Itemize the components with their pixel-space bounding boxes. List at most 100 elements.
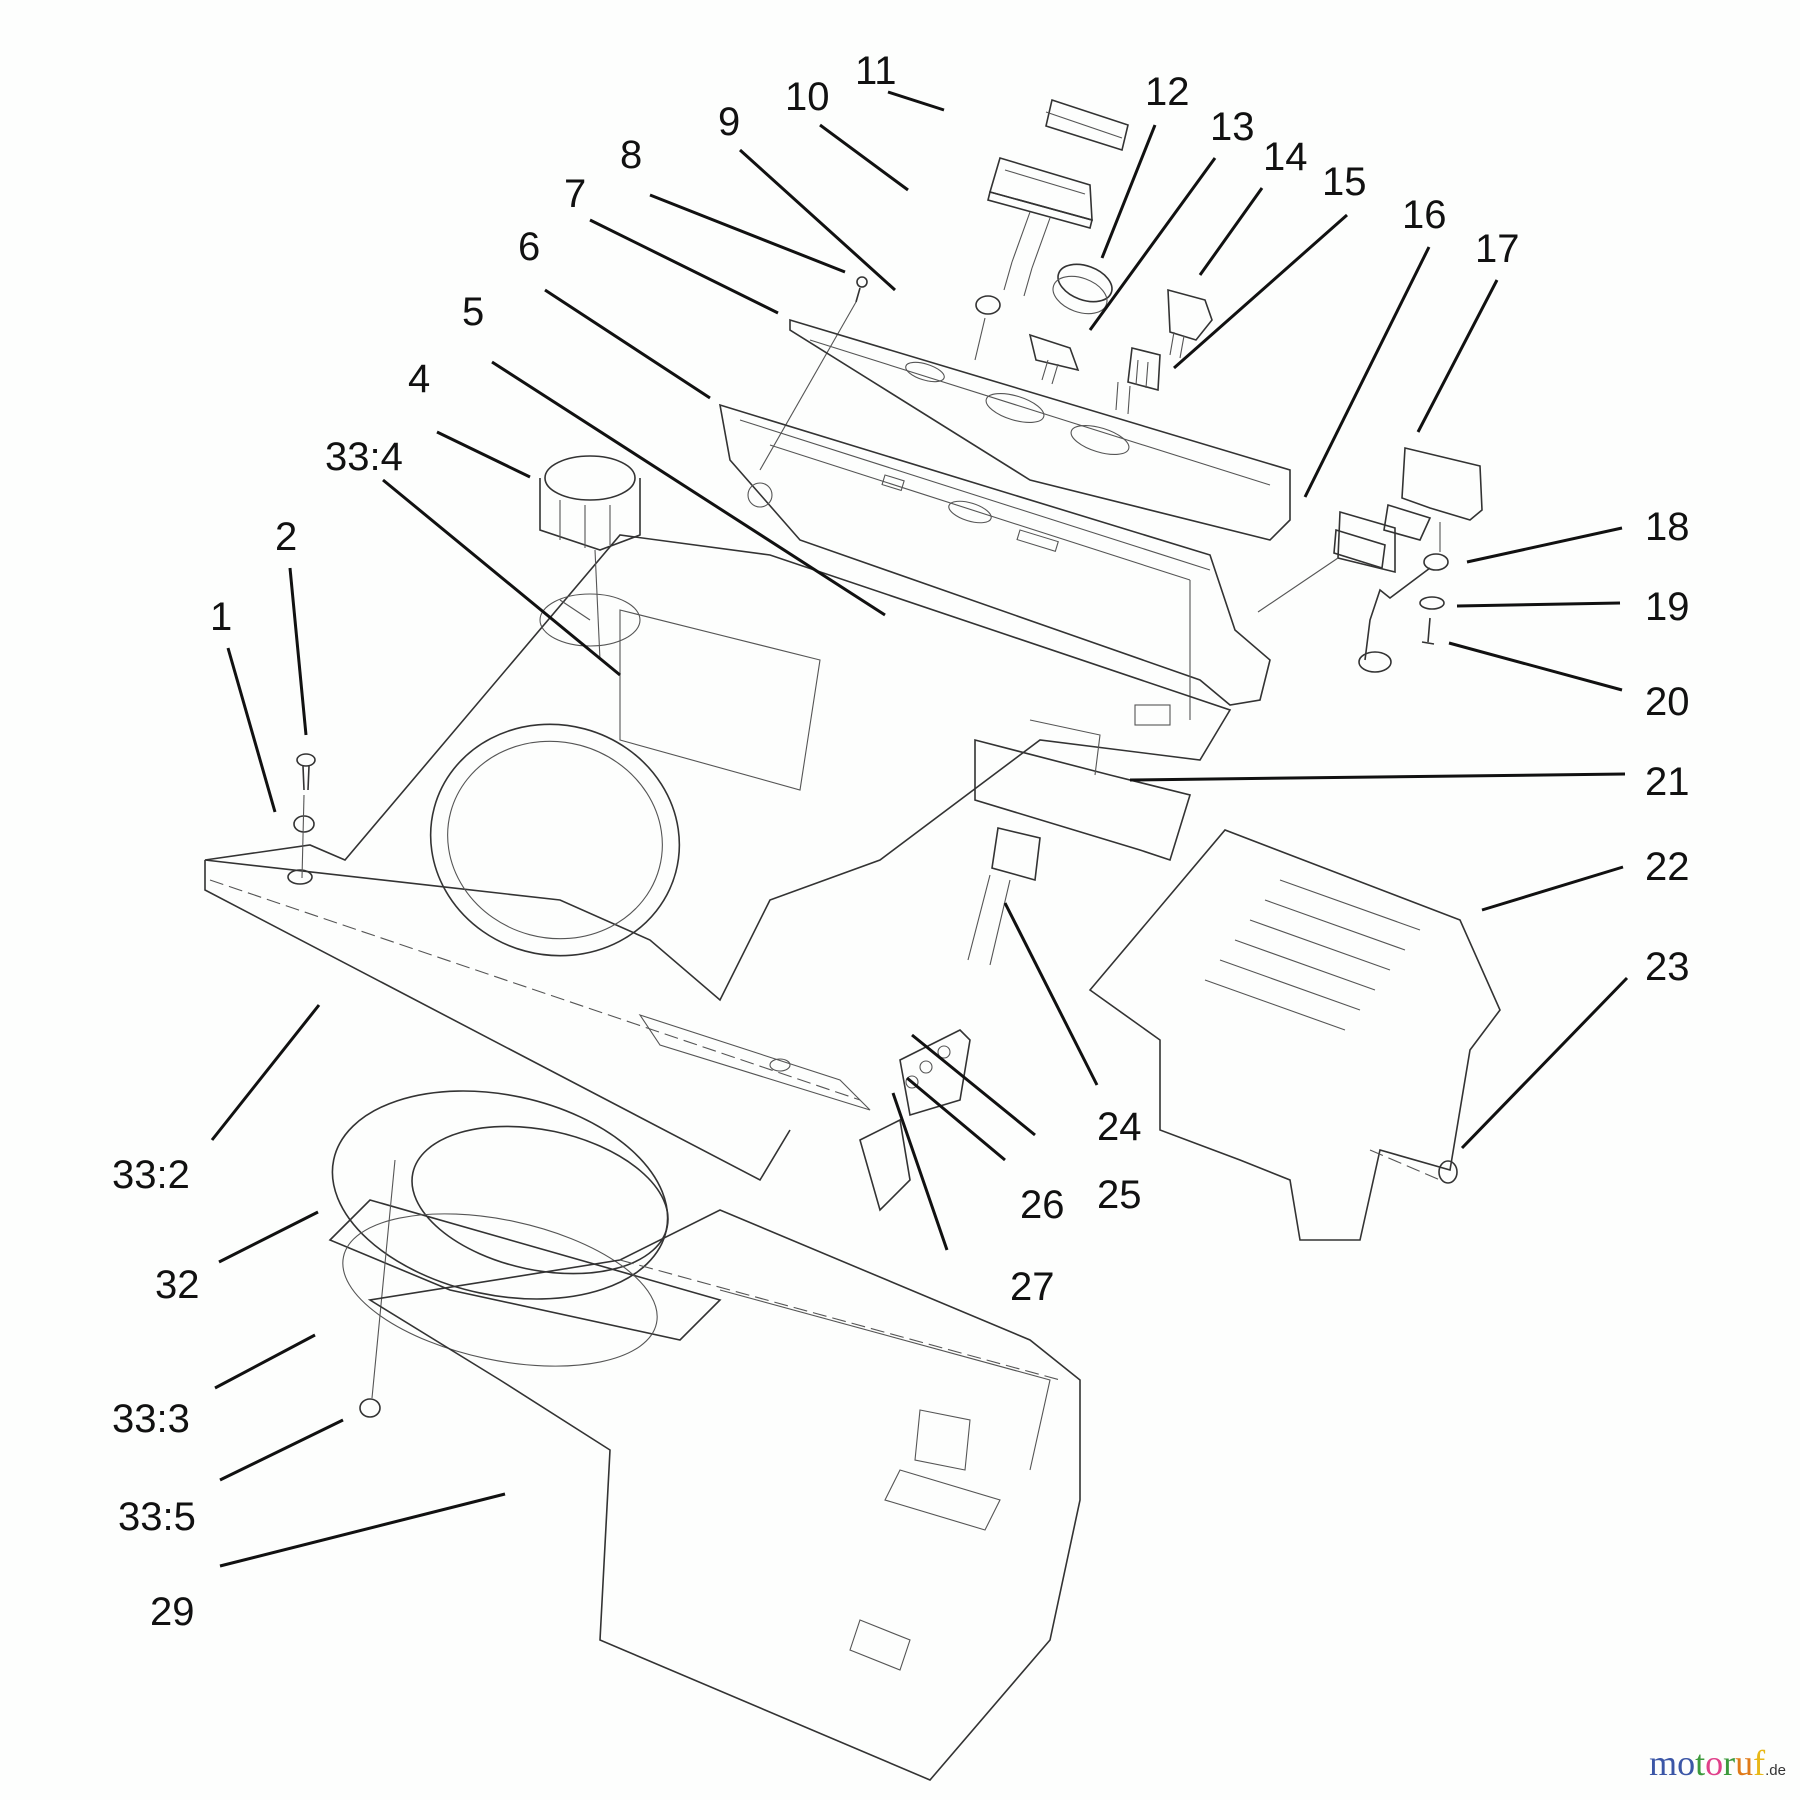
leader-33-3	[214, 1333, 316, 1390]
part-8-screw	[759, 276, 868, 471]
leader-22	[1481, 865, 1624, 912]
watermark-logo: motoruf.de	[1649, 1742, 1786, 1784]
part-33-3-plate	[328, 1199, 722, 1367]
callout-23: 23	[1645, 945, 1690, 989]
callout-27: 27	[1010, 1265, 1055, 1309]
callout-29: 29	[150, 1590, 195, 1634]
part-18-20-fasteners	[1358, 553, 1449, 673]
leader-33-2	[210, 1004, 321, 1141]
part-22-vent-slots	[1204, 879, 1421, 1031]
callout-1: 1	[210, 595, 232, 639]
leader-23	[1460, 976, 1629, 1150]
leader-2	[288, 567, 308, 736]
part-7-dash-panel	[789, 318, 1291, 541]
part-5-upper-shroud	[204, 534, 1232, 1182]
leader-24	[1003, 902, 1099, 1086]
callout-33-4: 33:4	[325, 435, 403, 479]
callout-20: 20	[1645, 680, 1690, 724]
callout-11: 11	[855, 49, 897, 93]
callout-14: 14	[1263, 135, 1308, 179]
leader-33-5	[219, 1418, 344, 1482]
part-4-fuel-cap	[539, 455, 641, 661]
part-25-27-plate	[859, 1029, 971, 1212]
part-1-2-screw-nut	[287, 753, 316, 885]
part-14-rocker	[1167, 288, 1213, 359]
leader-25	[911, 1033, 1036, 1137]
part-10-switch	[987, 157, 1093, 297]
leader-15	[1173, 213, 1348, 370]
leader-4	[436, 430, 531, 479]
callout-19: 19	[1645, 585, 1690, 629]
callout-5: 5	[462, 290, 484, 334]
part-24-harness	[967, 827, 1041, 966]
callout-9: 9	[718, 100, 740, 144]
part-11-clip	[1045, 98, 1129, 152]
part-23-nut	[1438, 1160, 1458, 1184]
part-17-t-handle	[1383, 446, 1483, 552]
leader-29	[219, 1492, 506, 1568]
leader-lines	[210, 90, 1629, 1568]
callout-32: 32	[155, 1263, 200, 1307]
leader-5	[491, 360, 886, 617]
callout-15: 15	[1322, 160, 1367, 204]
leader-18	[1466, 526, 1623, 564]
callout-16: 16	[1402, 193, 1447, 237]
callout-33-5: 33:5	[118, 1495, 196, 1539]
callout-2: 2	[275, 515, 297, 559]
callout-33-3: 33:3	[112, 1397, 190, 1441]
callout-10: 10	[785, 75, 830, 119]
logo-letter: r	[1723, 1743, 1736, 1783]
callout-7: 7	[564, 172, 586, 216]
leader-20	[1448, 641, 1623, 692]
part-drawings	[204, 98, 1501, 1781]
part-6-console	[718, 403, 1271, 720]
logo-letter: u	[1735, 1743, 1754, 1783]
callout-22: 22	[1645, 845, 1690, 889]
leader-17	[1416, 279, 1499, 433]
part-32-ring	[331, 1090, 669, 1300]
callout-8: 8	[620, 133, 642, 177]
leader-1	[226, 647, 277, 813]
logo-letter: o	[1677, 1743, 1696, 1783]
callout-6: 6	[518, 225, 540, 269]
callout-25: 25	[1097, 1173, 1142, 1217]
part-33-5-nut	[359, 1159, 396, 1418]
leader-27	[891, 1092, 949, 1251]
leader-6	[544, 288, 711, 400]
callout-33-2: 33:2	[112, 1153, 190, 1197]
leader-14	[1198, 187, 1264, 276]
callout-12: 12	[1145, 70, 1190, 114]
leader-19	[1456, 601, 1621, 608]
callout-26: 26	[1020, 1183, 1065, 1227]
part-16-plug	[1257, 510, 1396, 613]
callout-21: 21	[1645, 760, 1690, 804]
leader-33-4	[382, 478, 621, 677]
callout-18: 18	[1645, 505, 1690, 549]
leader-11	[887, 90, 945, 112]
part-9-grommet	[974, 295, 1001, 361]
part-15-connector	[1115, 347, 1161, 415]
leader-9	[738, 148, 897, 292]
leader-12	[1100, 124, 1157, 259]
leader-8	[649, 193, 846, 274]
leader-13	[1088, 157, 1217, 331]
logo-letter: f	[1753, 1743, 1766, 1783]
part-21-bracket	[974, 704, 1192, 862]
logo-tld: .de	[1765, 1762, 1786, 1779]
leader-26	[906, 1076, 1006, 1162]
part-29-lower-housing	[367, 1209, 1081, 1781]
leader-16	[1303, 246, 1431, 498]
part-12-lens	[1052, 263, 1113, 315]
logo-letter: o	[1705, 1743, 1724, 1783]
leader-32	[218, 1210, 319, 1264]
callout-24: 24	[1097, 1105, 1142, 1149]
callout-4: 4	[408, 357, 430, 401]
callout-labels: 1 2 4 5 6 7 8 9 10 11 12 13 14 15 16 17 …	[112, 49, 1690, 1634]
leader-10	[819, 123, 909, 192]
callout-17: 17	[1475, 227, 1520, 271]
logo-letter: t	[1695, 1743, 1706, 1783]
leader-7	[589, 218, 779, 315]
logo-letter: m	[1649, 1743, 1678, 1783]
part-22-engine-cover	[1088, 829, 1501, 1241]
